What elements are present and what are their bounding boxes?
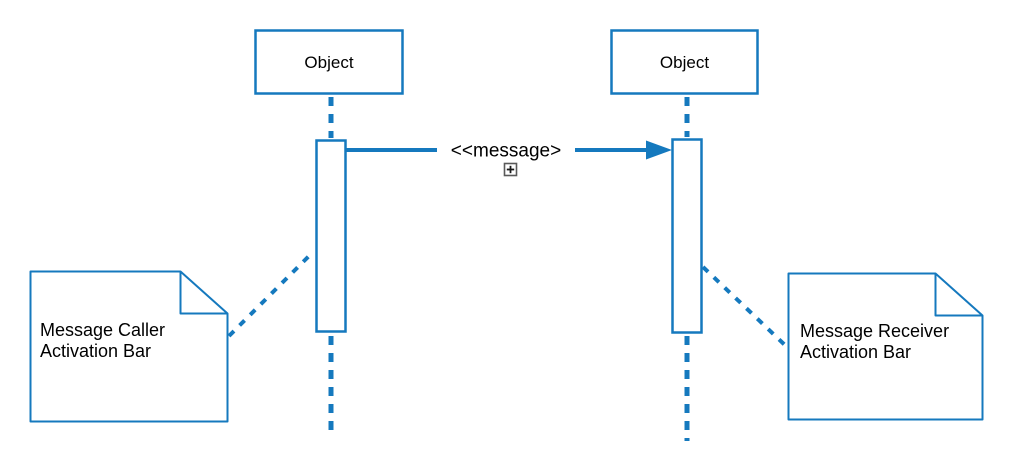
note-left-fold [179,271,228,315]
note-left-text-line2: Activation Bar [40,341,151,361]
note-right [787,272,984,421]
note-right-text-line2: Activation Bar [800,342,911,362]
note-right-text-line1: Message Receiver [800,321,949,341]
object-label-right: Object [660,53,709,72]
note-left [29,270,229,423]
note-connector-left [227,250,315,338]
object-box-left [254,29,404,95]
activation-bar-right [671,138,703,334]
object-box-right [610,29,759,95]
message-label: <<message> [451,141,561,162]
note-left-text-line1: Message Caller [40,320,165,340]
expand-icon[interactable] [503,162,518,177]
object-label-left: Object [304,53,353,72]
message-arrowhead [646,140,672,160]
note-right-fold [934,273,983,317]
activation-bar-left [315,139,347,333]
note-connector-right [701,265,789,349]
message-label-background [437,138,575,161]
